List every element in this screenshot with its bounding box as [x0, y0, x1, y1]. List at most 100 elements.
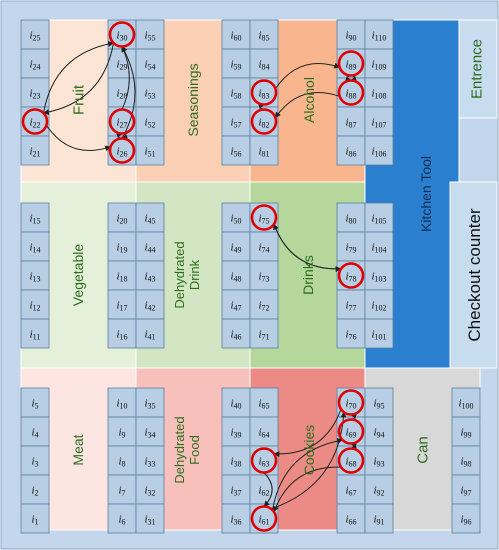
- shelf-label: i24: [29, 59, 40, 72]
- shelf-label: i50: [230, 213, 241, 226]
- shelf-cell: [364, 106, 394, 137]
- shelf-label: i63: [258, 456, 269, 469]
- highlight-ring: [250, 79, 278, 106]
- shelf-cell: [364, 48, 394, 79]
- shelf-label: i36: [230, 514, 241, 527]
- shelf-label: i1: [31, 514, 38, 527]
- shelf-label: i59: [230, 59, 241, 72]
- zone-label-dehydrated-food: Dehydrated: [172, 416, 187, 483]
- shelf-label: i12: [29, 300, 40, 313]
- route-arrow: [121, 45, 136, 139]
- shelf-label: i101: [371, 329, 386, 342]
- highlight-ring: [250, 505, 278, 532]
- shelf-cell: [249, 318, 279, 349]
- shelf-label: i8: [118, 456, 125, 469]
- shelf-label: i27: [116, 117, 127, 130]
- highlight-ring: [250, 108, 278, 135]
- shelf-label: i54: [144, 59, 155, 72]
- shelf-cell: [135, 135, 165, 166]
- shelf-label: i64: [258, 427, 269, 440]
- shelf-label: i75: [258, 213, 269, 226]
- shelf-cell: [135, 503, 165, 534]
- zone-label-drinks: Drinks: [300, 255, 316, 295]
- shelf-label: i10: [116, 398, 127, 411]
- zone-label-checkout: Checkout counter: [465, 208, 484, 342]
- shelf-cell: [135, 474, 165, 505]
- shelf-label: i103: [371, 271, 386, 284]
- shelf-cell: [107, 106, 137, 137]
- highlights-layer: [21, 21, 365, 532]
- highlight-ring: [337, 447, 365, 474]
- shelf-label: i100: [458, 398, 473, 411]
- shelf-label: i41: [144, 329, 155, 342]
- shelf-cell: [107, 318, 137, 349]
- shelf-label: i89: [345, 59, 356, 72]
- highlight-ring: [337, 79, 365, 106]
- shelf-label: i9: [118, 427, 125, 440]
- shelf-label: i6: [118, 514, 125, 527]
- shelf-cell: [451, 445, 481, 476]
- shelf-label: i46: [230, 329, 241, 342]
- shelf-label: i23: [29, 88, 40, 101]
- shelf-label: i62: [258, 485, 269, 498]
- shelf-cell: [451, 474, 481, 505]
- shelf-label: i60: [230, 30, 241, 43]
- shelf-cell: [20, 48, 50, 79]
- zone-label-kitchen-tool: Kitchen Tool: [418, 156, 434, 232]
- shelf-label: i94: [373, 427, 384, 440]
- shelf-label: i102: [371, 300, 386, 313]
- shelf-label: i21: [29, 146, 40, 159]
- shelf-label: i86: [345, 146, 356, 159]
- shelf-label: i66: [345, 514, 356, 527]
- shelf-label: i48: [230, 271, 241, 284]
- shelf-label: i4: [31, 427, 38, 440]
- shelf-cell: [20, 77, 50, 108]
- shelf-label: i29: [116, 59, 127, 72]
- shelf-cell: [249, 260, 279, 291]
- shelf-label: i95: [373, 398, 384, 411]
- shelf-cell: [135, 445, 165, 476]
- shelf-cell: [336, 231, 366, 262]
- shelf-cell: [221, 260, 251, 291]
- shelf-label: i19: [116, 242, 127, 255]
- shelf-label: i77: [345, 300, 356, 313]
- route-arrow: [273, 408, 342, 458]
- shelf-label: i57: [230, 117, 241, 130]
- route-arrow: [273, 466, 342, 513]
- shelf-cell: [135, 387, 165, 418]
- route-arrow: [263, 472, 273, 507]
- shelf-cell: [221, 503, 251, 534]
- shelf-label: i98: [460, 456, 471, 469]
- shelf-label: i110: [372, 30, 387, 43]
- shelf-cell: [336, 289, 366, 320]
- shelf-cell: [364, 503, 394, 534]
- shelf-label: i65: [258, 398, 269, 411]
- shelf-label: i53: [144, 88, 155, 101]
- shelf-cell: [221, 231, 251, 262]
- shelf-label: i104: [371, 242, 386, 255]
- route-arrow: [274, 62, 341, 89]
- route-arrow: [271, 411, 347, 510]
- shelf-cell: [364, 387, 394, 418]
- shelf-label: i55: [144, 30, 155, 43]
- shelf-label: i93: [373, 456, 384, 469]
- shelf-cell: [364, 416, 394, 447]
- shelf-label: i108: [371, 88, 386, 101]
- shelf-label: i7: [118, 485, 125, 498]
- shelf-cell: [336, 77, 366, 108]
- shelf-cell: [336, 260, 366, 291]
- shelf-label: i107: [371, 117, 386, 130]
- shelf-cell: [364, 19, 394, 50]
- shelf-label: i33: [144, 456, 155, 469]
- shelf-label: i74: [258, 242, 269, 255]
- zone-label-alcohol: Alcohol: [301, 77, 317, 123]
- shelf-label: i84: [258, 59, 269, 72]
- shelf-cell: [249, 289, 279, 320]
- zone-label-dehydrated-drink: Drink: [187, 259, 202, 290]
- highlight-ring: [337, 262, 365, 289]
- shelf-label: i44: [144, 242, 155, 255]
- zone-label-dehydrated-food: Food: [187, 435, 202, 465]
- shelf-cell: [107, 77, 137, 108]
- shelf-cell: [221, 135, 251, 166]
- shelf-label: i18: [116, 271, 127, 284]
